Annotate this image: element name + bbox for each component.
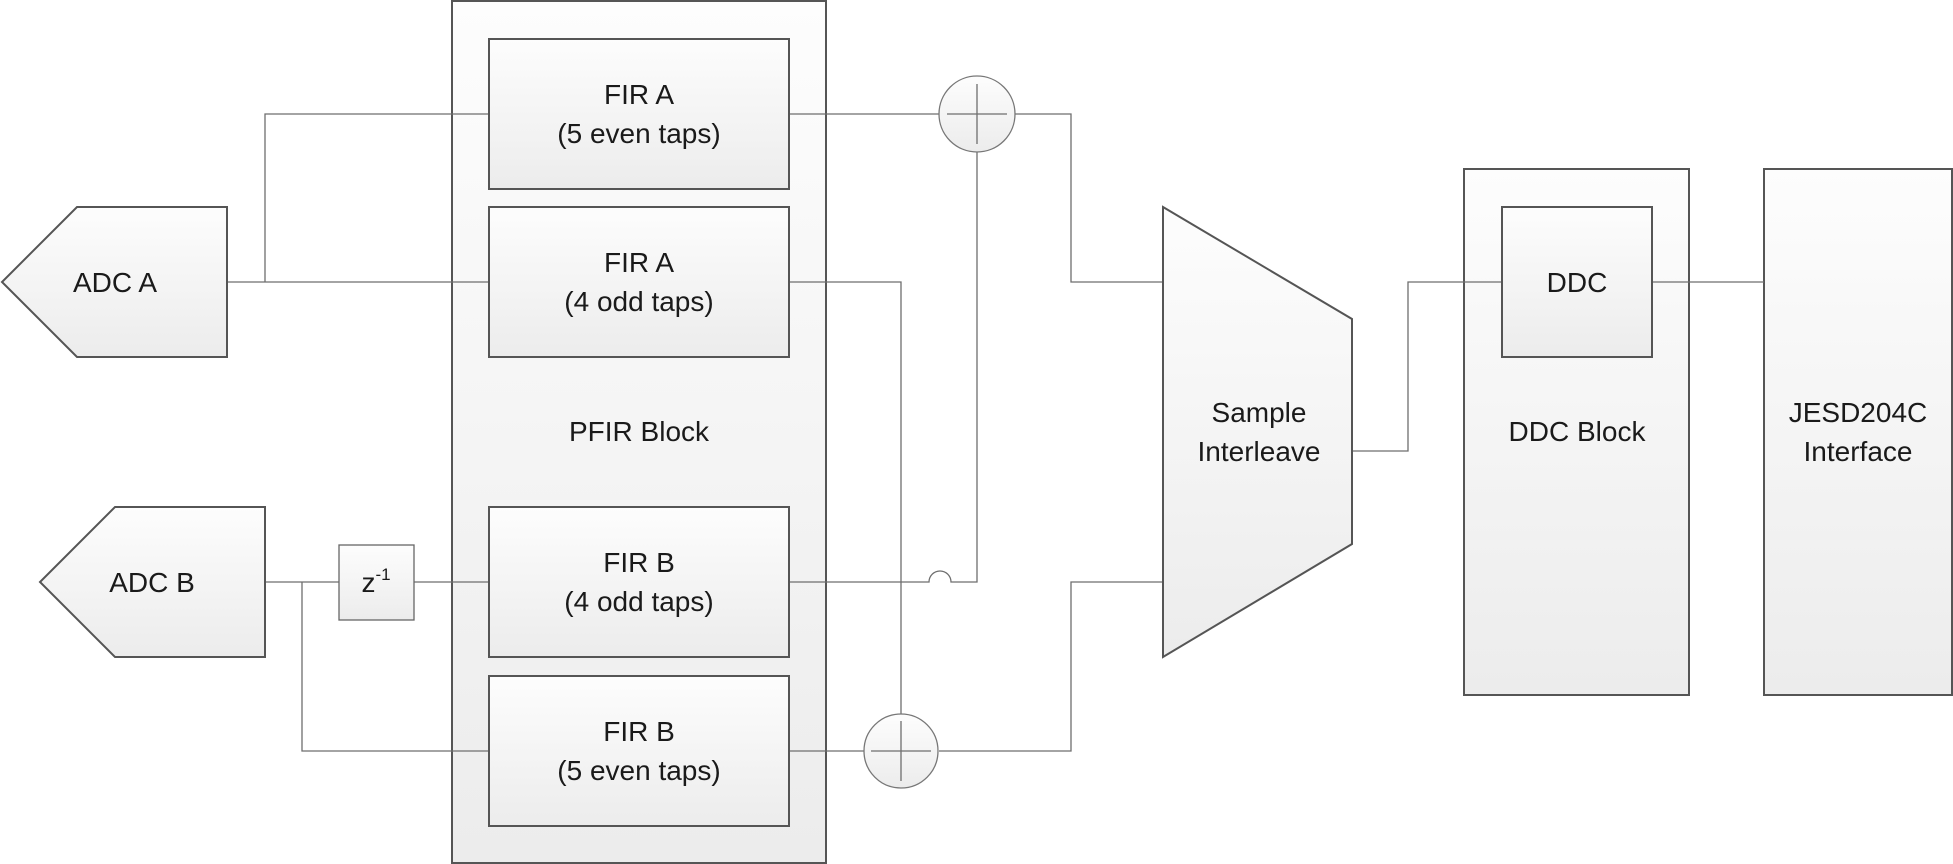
adc-a-label: ADC A bbox=[73, 267, 157, 298]
adc-a-shape bbox=[0, 206, 228, 358]
fir-b-odd-box bbox=[488, 506, 790, 658]
interleave-label-line1: Sample bbox=[1212, 397, 1307, 428]
delay-exponent: -1 bbox=[375, 565, 390, 584]
fir-b-odd-name: FIR B bbox=[603, 547, 675, 578]
fir-b-even-name: FIR B bbox=[603, 716, 675, 747]
delay-label: z-1 bbox=[361, 565, 390, 598]
sum-junction-top bbox=[938, 75, 1016, 153]
fir-b-even-box bbox=[488, 675, 790, 827]
ddc-box bbox=[1501, 206, 1653, 358]
fir-a-even-name: FIR A bbox=[604, 79, 674, 110]
jesd-label-line2: Interface bbox=[1804, 436, 1913, 467]
signal-wires bbox=[227, 113, 1764, 752]
ddc-block-label: DDC Block bbox=[1509, 416, 1647, 447]
fir-a-even-taps: (5 even taps) bbox=[557, 118, 720, 149]
jesd-label-line1: JESD204C bbox=[1789, 397, 1928, 428]
pfir-block-label: PFIR Block bbox=[569, 416, 710, 447]
fir-a-odd-name: FIR A bbox=[604, 247, 674, 278]
sample-interleave-shape bbox=[1162, 205, 1353, 659]
fir-b-even-taps: (5 even taps) bbox=[557, 755, 720, 786]
fir-b-odd-taps: (4 odd taps) bbox=[564, 586, 713, 617]
fir-a-even-box bbox=[488, 38, 790, 190]
fir-a-odd-box bbox=[488, 206, 790, 358]
sum-junction-bottom bbox=[863, 713, 939, 789]
interleave-label-line2: Interleave bbox=[1198, 436, 1321, 467]
fir-a-odd-taps: (4 odd taps) bbox=[564, 286, 713, 317]
jesd204c-interface-block bbox=[1763, 168, 1953, 696]
adc-b-label: ADC B bbox=[109, 567, 195, 598]
ddc-label: DDC bbox=[1547, 267, 1608, 298]
adc-b-shape bbox=[38, 506, 266, 658]
delay-element bbox=[338, 544, 415, 621]
